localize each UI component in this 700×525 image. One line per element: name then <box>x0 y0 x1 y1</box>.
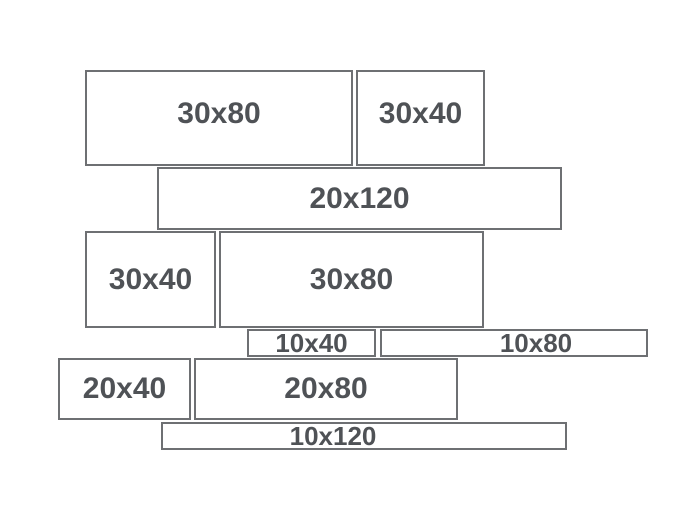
tile-label: 20x80 <box>284 372 368 405</box>
tile-label: 30x80 <box>177 97 261 130</box>
tile-10x80: 10x80 <box>380 329 648 357</box>
tile-label: 20x120 <box>309 181 410 215</box>
tile-label: 10x40 <box>275 328 348 358</box>
tile-30x40-middle: 30x40 <box>85 231 216 328</box>
tile-label: 10x120 <box>289 421 377 451</box>
tile-20x80: 20x80 <box>194 358 458 420</box>
tile-label: 30x80 <box>309 262 394 296</box>
tile-30x40-top: 30x40 <box>356 70 485 166</box>
tile-label: 20x40 <box>82 372 167 405</box>
tile-label: 30x40 <box>108 262 193 296</box>
tile-label: 10x80 <box>499 328 573 358</box>
tile-30x80-middle: 30x80 <box>219 231 484 328</box>
tile-10x120: 10x120 <box>161 422 567 450</box>
tile-20x120: 20x120 <box>157 167 562 230</box>
tile-30x80-top: 30x80 <box>85 70 353 166</box>
tile-20x40: 20x40 <box>58 358 191 420</box>
tile-label: 30x40 <box>378 97 463 130</box>
tile-10x40: 10x40 <box>247 329 376 357</box>
